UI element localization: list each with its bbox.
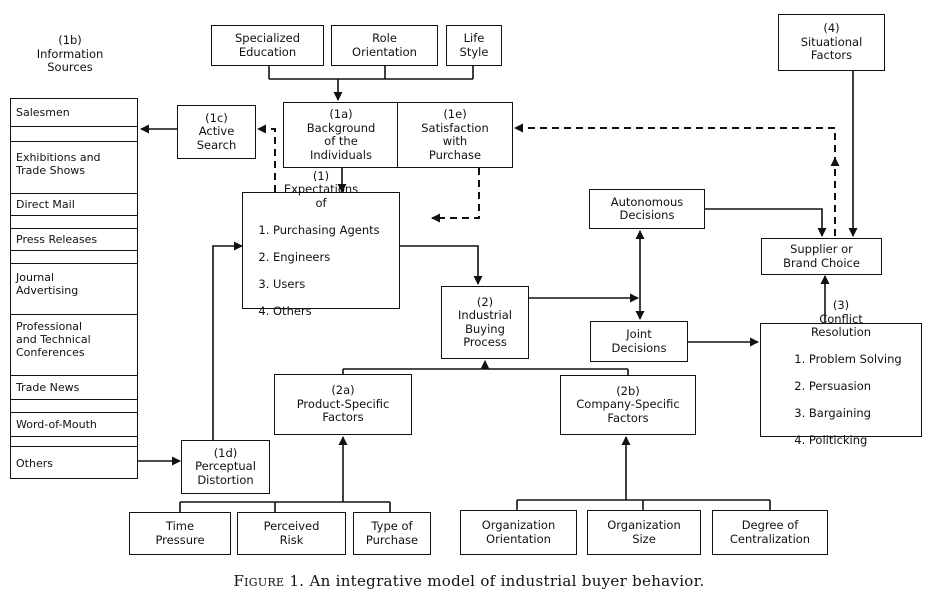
source-trade-news: Trade News bbox=[11, 375, 137, 399]
situational-factors-box: (4) Situational Factors bbox=[778, 14, 885, 71]
conflict-resolution-list: 1. Problem Solving 2. Persuasion 3. Barg… bbox=[794, 340, 901, 462]
figure-caption: Figure 1. An integrative model of indust… bbox=[0, 572, 938, 590]
conflict-resolution-box: (3) Conflict Resolution 1. Problem Solvi… bbox=[760, 298, 922, 447]
perceptual-distortion-box: (1d) Perceptual Distortion bbox=[181, 440, 270, 494]
expectations-item: 2. Engineers bbox=[258, 249, 331, 264]
source-blank-row bbox=[11, 215, 137, 228]
role-orientation-box: Role Orientation bbox=[331, 25, 438, 66]
source-others: Others bbox=[11, 446, 137, 480]
source-salesmen: Salesmen bbox=[16, 106, 70, 119]
supplier-choice-box: Supplier or Brand Choice bbox=[761, 238, 882, 275]
perceived-risk-box: Perceived Risk bbox=[237, 512, 346, 555]
conflict-resolution-item: 1. Problem Solving bbox=[794, 352, 902, 366]
source-blank-row bbox=[11, 399, 137, 412]
figure-caption-text: An integrative model of industrial buyer… bbox=[309, 572, 705, 590]
product-specific-factors-box: (2a) Product-Specific Factors bbox=[274, 374, 412, 435]
company-specific-factors-box: (2b) Company-Specific Factors bbox=[560, 375, 696, 435]
satisfaction-box: (1e) Satisfaction with Purchase bbox=[397, 102, 513, 168]
expectations-item: 1. Purchasing Agents bbox=[258, 222, 380, 237]
expectations-heading: (1) Expectations of bbox=[283, 168, 359, 210]
source-word-of-mouth: Word-of-Mouth bbox=[11, 412, 137, 436]
source-direct-mail: Direct Mail bbox=[11, 193, 137, 215]
degree-of-centralization-box: Degree of Centralization bbox=[712, 510, 828, 555]
figure-caption-lead: Figure 1. bbox=[233, 572, 305, 590]
joint-decisions-box: Joint Decisions bbox=[590, 321, 688, 362]
organization-size-box: Organization Size bbox=[587, 510, 701, 555]
source-journal-advertising: Journal Advertising bbox=[11, 263, 137, 303]
source-blank-row bbox=[11, 436, 137, 446]
conflict-resolution-item: 3. Bargaining bbox=[794, 406, 871, 420]
expectations-list: 1. Purchasing Agents 2. Engineers 3. Use… bbox=[258, 210, 379, 332]
info-sources-title: (1b) Information Sources bbox=[36, 33, 104, 74]
info-sources-list: Salesmen Exhibitions and Trade Shows Dir… bbox=[10, 98, 138, 479]
industrial-buying-process-box: (2) Industrial Buying Process bbox=[441, 286, 529, 359]
time-pressure-box: Time Pressure bbox=[129, 512, 231, 555]
background-box: (1a) Background of the Individuals bbox=[283, 102, 399, 168]
organization-orientation-box: Organization Orientation bbox=[460, 510, 577, 555]
source-blank-row bbox=[11, 126, 137, 141]
source-press-releases: Press Releases bbox=[11, 228, 137, 250]
conflict-resolution-heading: (3) Conflict Resolution bbox=[810, 298, 872, 339]
expectations-item: 3. Users bbox=[258, 276, 306, 291]
conflict-resolution-item: 2. Persuasion bbox=[794, 379, 872, 393]
autonomous-decisions-box: Autonomous Decisions bbox=[589, 189, 705, 229]
conflict-resolution-item: 4. Politicking bbox=[794, 433, 868, 447]
active-search-box: (1c) Active Search bbox=[177, 105, 256, 159]
type-of-purchase-box: Type of Purchase bbox=[353, 512, 431, 555]
expectations-item: 4. Others bbox=[258, 303, 312, 318]
source-conferences: Professional and Technical Conferences bbox=[11, 314, 137, 364]
expectations-box: (1) Expectations of 1. Purchasing Agents… bbox=[242, 169, 400, 317]
life-style-box: Life Style bbox=[446, 25, 502, 66]
source-exhibitions: Exhibitions and Trade Shows bbox=[11, 141, 137, 186]
specialized-education-box: Specialized Education bbox=[211, 25, 324, 66]
source-blank-row bbox=[11, 250, 137, 263]
